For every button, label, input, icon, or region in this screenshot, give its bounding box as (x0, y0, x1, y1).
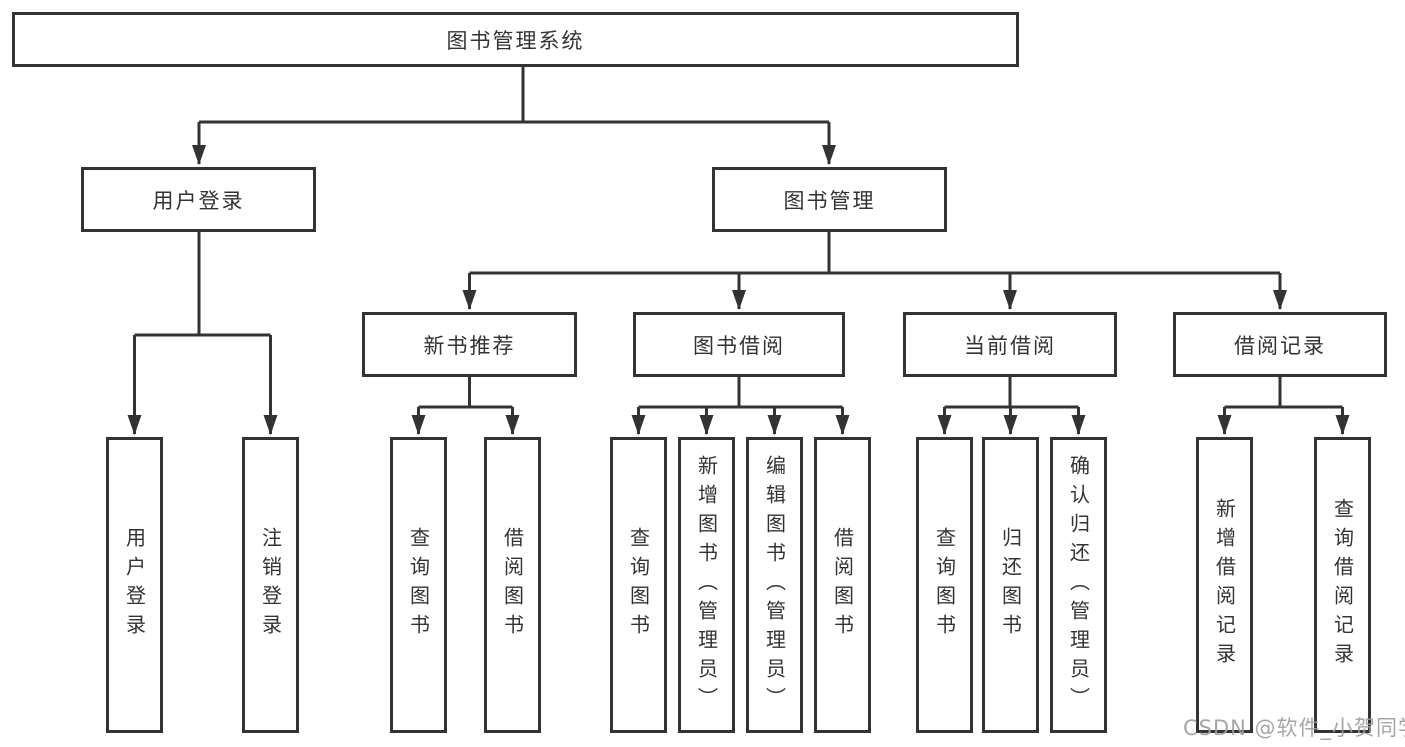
leaf-confirm-return-admin: 确认归还（管理员） (1050, 437, 1107, 733)
leaf-query-book-1: 查询图书 (390, 437, 447, 733)
leaf-add-book-admin: 新增图书（管理员） (678, 437, 735, 733)
node-book-management: 图书管理 (712, 167, 947, 232)
leaf-borrow-book-2: 借阅图书 (814, 437, 871, 733)
leaf-user-login: 用户登录 (106, 437, 163, 733)
node-current-borrow: 当前借阅 (903, 312, 1117, 377)
leaf-logout: 注销登录 (242, 437, 299, 733)
node-new-book-recommend: 新书推荐 (362, 312, 577, 377)
leaf-return-book: 归还图书 (982, 437, 1039, 733)
leaf-query-borrow-record: 查询借阅记录 (1314, 437, 1371, 733)
node-library-management-system: 图书管理系统 (12, 12, 1019, 67)
leaf-add-borrow-record: 新增借阅记录 (1196, 437, 1253, 733)
leaf-borrow-book-1: 借阅图书 (484, 437, 541, 733)
node-user-login: 用户登录 (81, 167, 316, 232)
leaf-query-book-2: 查询图书 (610, 437, 667, 733)
connector-lines (134, 67, 1343, 409)
node-borrow-record: 借阅记录 (1173, 312, 1387, 377)
csdn-watermark: CSDN @软件_小贺同学 (1183, 716, 1405, 740)
node-book-borrow: 图书借阅 (633, 312, 845, 377)
leaf-query-book-3: 查询图书 (916, 437, 973, 733)
leaf-edit-book-admin: 编辑图书（管理员） (746, 437, 803, 733)
